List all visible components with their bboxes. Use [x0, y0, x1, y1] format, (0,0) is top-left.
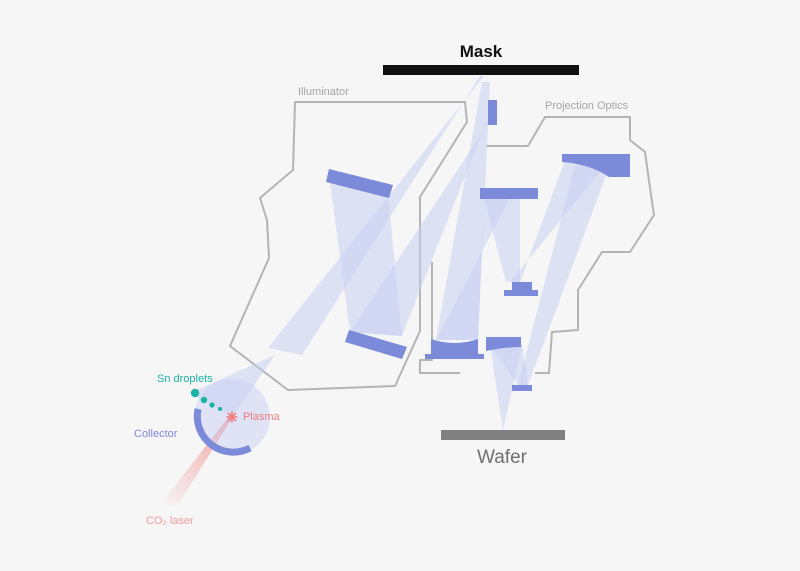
illuminator-label: Illuminator — [298, 86, 349, 98]
projection-optics-label: Projection Optics — [545, 100, 629, 112]
projection-mirror-1 — [480, 188, 538, 199]
mask-bar — [383, 65, 579, 75]
plasma-label: Plasma — [243, 411, 281, 423]
projection-optics-housing — [486, 116, 655, 374]
projection-mirror-3 — [504, 282, 538, 296]
illuminator-mirror-1 — [326, 169, 393, 198]
mirrors — [326, 100, 630, 391]
sn-droplet-stream — [190, 388, 222, 411]
projection-mirror-2 — [425, 339, 484, 359]
wafer-label: Wafer — [477, 447, 528, 468]
co2-laser-label: CO₂ laser — [146, 515, 194, 527]
projection-mirror-5 — [486, 337, 521, 351]
collector-mirror — [193, 408, 252, 456]
projection-mirror-6 — [512, 385, 532, 391]
collector-label: Collector — [134, 428, 178, 440]
mask-label: Mask — [460, 42, 503, 61]
projection-optics-inner-wall — [419, 262, 460, 374]
fold-mirror — [488, 100, 497, 125]
illuminator-housing — [229, 101, 468, 391]
light-beams — [190, 76, 610, 430]
projection-mirror-4 — [562, 154, 630, 177]
illuminator-mirror-2 — [345, 330, 407, 359]
sn-droplets-label: Sn droplets — [157, 373, 213, 385]
plasma-icon — [226, 411, 238, 423]
wafer-bar — [441, 430, 565, 440]
